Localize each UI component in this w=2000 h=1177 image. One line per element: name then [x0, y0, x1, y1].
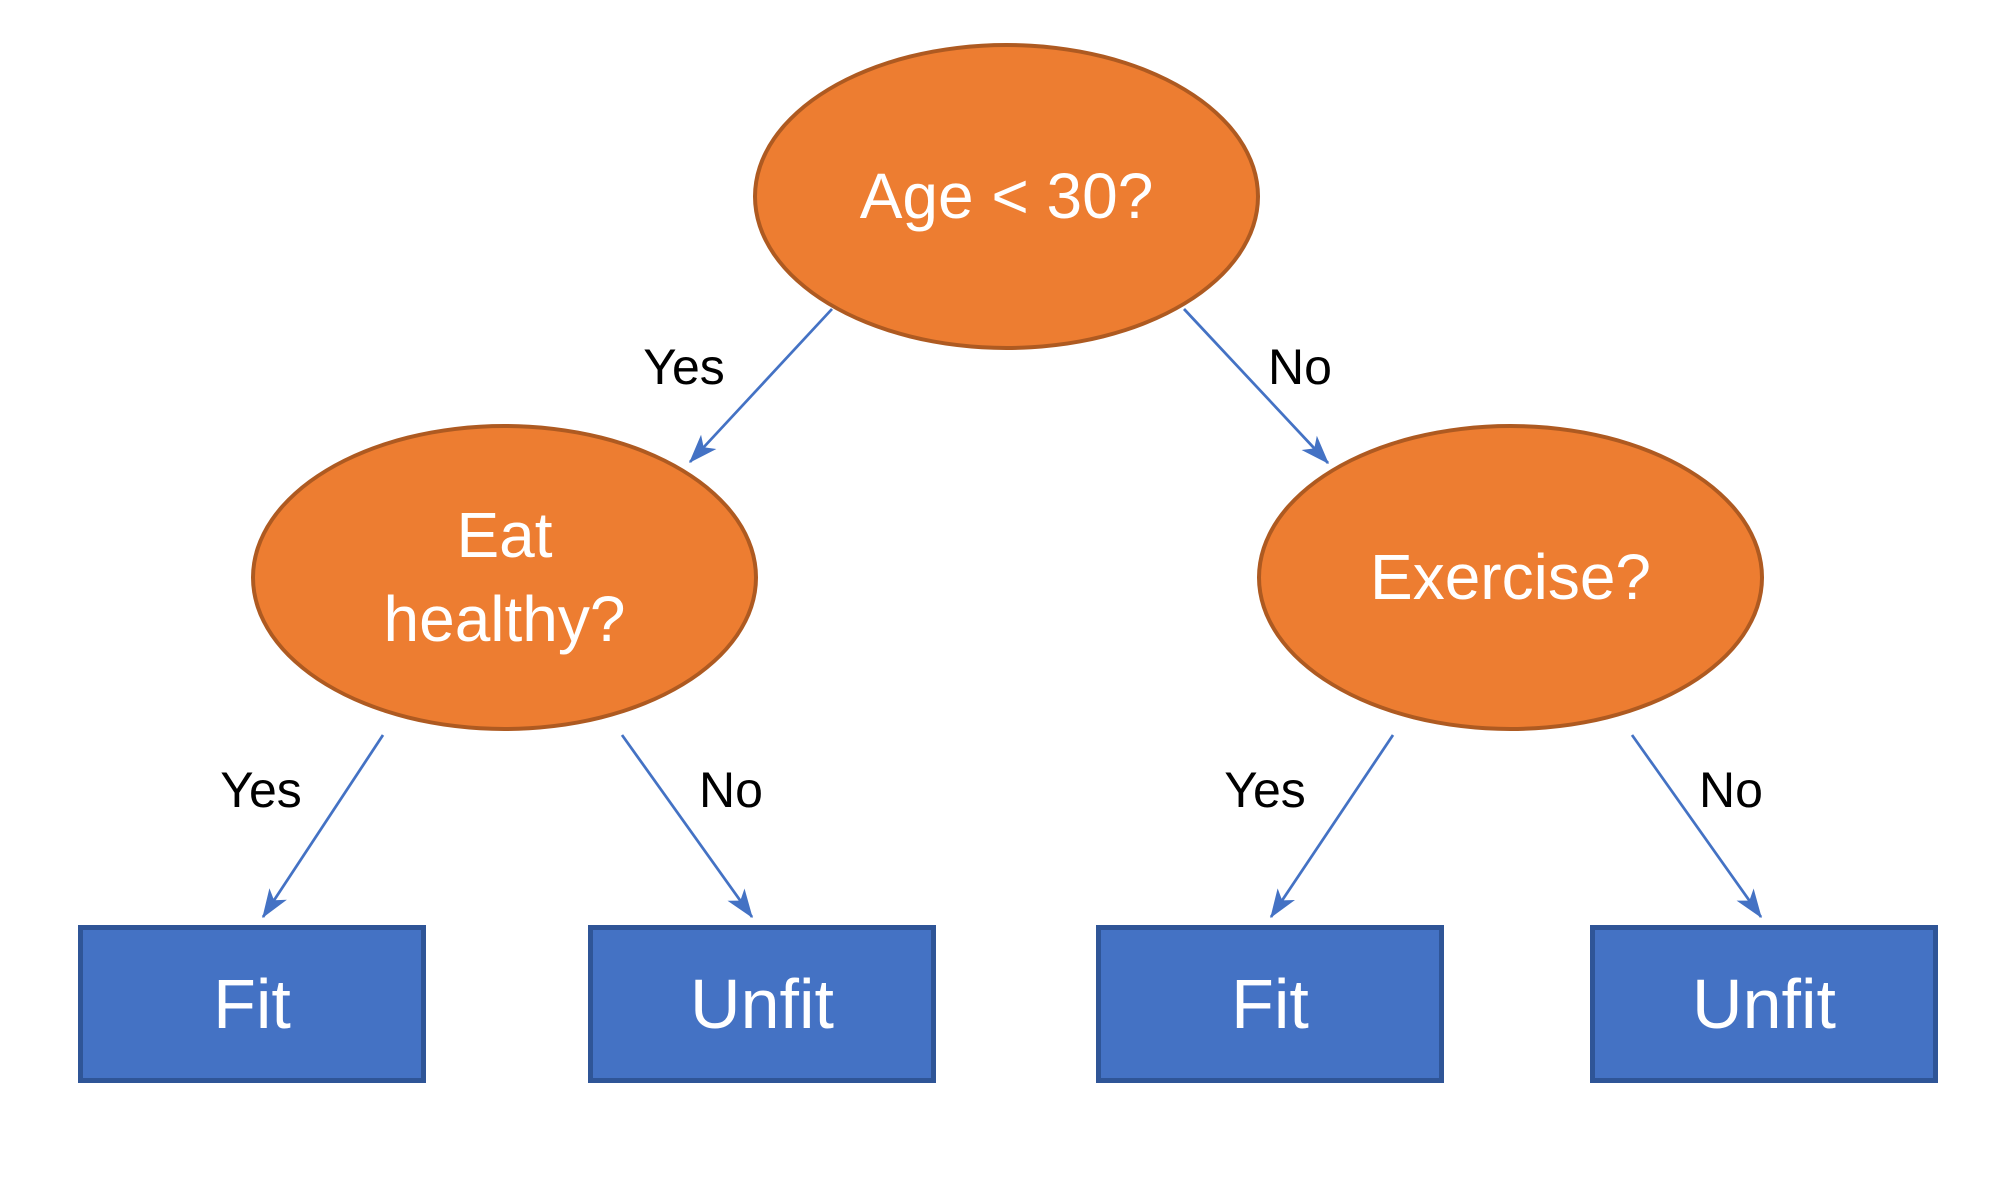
node-root-age: Age < 30? — [753, 43, 1260, 350]
leaf-unfit-left-label: Unfit — [690, 965, 834, 1043]
leaf-fit-left-label: Fit — [213, 965, 291, 1043]
leaf-fit-right: Fit — [1096, 925, 1444, 1083]
edge-label-eat-healthy-yes: Yes — [220, 762, 302, 818]
edge-label-eat-healthy-no: No — [699, 762, 763, 818]
edge-root-to-eat-healthy — [688, 308, 834, 464]
node-eat-healthy: Eat healthy? — [251, 424, 758, 731]
leaf-fit-left: Fit — [78, 925, 426, 1083]
leaf-unfit-right-label: Unfit — [1692, 965, 1836, 1043]
edge-label-exercise-no: No — [1699, 762, 1763, 818]
node-root-age-label: Age < 30? — [859, 159, 1154, 232]
leaf-fit-right-label: Fit — [1231, 965, 1309, 1043]
edge-eat-healthy-to-unfit — [620, 734, 754, 919]
edge-label-exercise-yes: Yes — [1224, 762, 1306, 818]
edge-label-root-no: No — [1268, 339, 1332, 395]
edge-eat-healthy-to-fit — [261, 734, 385, 919]
leaf-unfit-right: Unfit — [1590, 925, 1938, 1083]
node-eat-healthy-label: Eat healthy? — [383, 499, 626, 655]
node-exercise-label: Exercise? — [1370, 540, 1651, 613]
edge-exercise-to-unfit — [1630, 734, 1763, 919]
leaf-unfit-left: Unfit — [588, 925, 936, 1083]
edge-exercise-to-fit — [1269, 734, 1395, 919]
edge-label-root-yes: Yes — [643, 339, 725, 395]
edge-root-to-exercise — [1182, 308, 1330, 465]
node-exercise: Exercise? — [1257, 424, 1764, 731]
